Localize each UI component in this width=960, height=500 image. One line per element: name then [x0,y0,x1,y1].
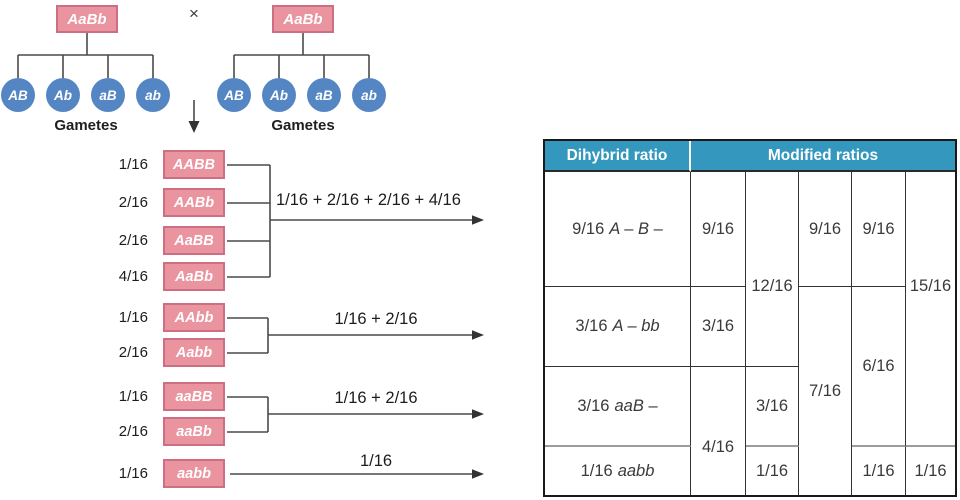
gamete-circle: ab [136,78,170,112]
modified-ratio-cell: 1/16 [914,461,947,480]
dihybrid-cell: 1/16 aabb [545,447,691,495]
group2-arrowhead [472,330,484,340]
offspring-fraction: 1/16 [118,465,148,482]
modified-ratio-cell: 12/16 [746,172,799,367]
group2-bracket [227,317,474,354]
genotype-box: AaBB [163,226,225,255]
down-arrowhead [188,121,200,133]
dihybrid-fraction: 3/16 [577,396,610,415]
sum-label: 1/16 + 2/16 [334,310,418,328]
modified-ratio-cell: 1/16 [746,447,799,495]
gamete-circle: AB [1,78,35,112]
genotype-box: aaBB [163,382,225,411]
table-header-dihybrid: Dihybrid ratio [545,141,691,172]
merged-ratio-value: 12/16 [751,276,793,295]
genotype-box: aabb [163,459,225,488]
dihybrid-cell: 9/16 A – B – [545,172,691,287]
genotype-box: Aabb [163,338,225,367]
dihybrid-fraction: 9/16 [572,219,605,238]
group1-arrowhead [472,215,484,225]
parent-genotype-left: AaBb [56,5,118,33]
cross-symbol: × [189,4,199,23]
sum-label: 1/16 + 2/16 + 2/16 + 4/16 [276,191,461,209]
group3-arrowhead [472,409,484,419]
genotype-box: AABB [163,150,225,179]
dihybrid-genotype: A – bb [612,317,660,335]
modified-ratio-cell: 1/16 [852,447,906,495]
offspring-fraction: 2/16 [118,344,148,361]
modified-ratio-cell: 3/16 [746,367,799,447]
genotype-box: AAbb [163,303,225,332]
modified-ratio-cell: 4/16 [691,367,746,495]
offspring-fraction: 1/16 [118,156,148,173]
genotype-box: AABb [163,188,225,217]
offspring-fraction: 1/16 [118,388,148,405]
dihybrid-cell: 3/16 A – bb [545,287,691,367]
modified-ratio-cell: 7/16 [799,287,852,495]
modified-ratio-cell: 9/16 [852,172,906,287]
offspring-fraction: 2/16 [118,423,148,440]
dihybrid-genotype: aaB – [614,396,658,415]
genotype-box: aaBb [163,417,225,446]
merged-ratio-value: 15/16 [909,277,952,295]
group4-arrowhead [472,469,484,479]
merged-ratio-value: 4/16 [701,437,735,456]
offspring-fraction: 1/16 [118,309,148,326]
sum-label: 1/16 + 2/16 [334,389,418,407]
dihybrid-cell: 3/16 aaB – [545,367,691,447]
modified-ratio-cell: 3/16 [691,287,746,367]
offspring-fraction: 2/16 [118,194,148,211]
modified-ratio-cell: 9/16 [691,172,746,287]
gametes-label-right: Gametes [271,117,335,134]
ratio-table: Dihybrid ratio Modified ratios 9/16 A – … [543,139,957,497]
gamete-circle: aB [91,78,125,112]
gamete-circle: aB [307,78,341,112]
sum-label: 1/16 [359,452,393,470]
modified-ratio-cell: 15/16 [906,172,955,447]
gamete-circle: Ab [46,78,80,112]
modified-ratio-cell: 9/16 [799,172,852,287]
group3-bracket [227,396,474,433]
modified-ratio-cell: 6/16 [852,287,906,447]
gametes-label-left: Gametes [54,117,118,134]
gamete-circle: Ab [262,78,296,112]
parent-genotype-right: AaBb [272,5,334,33]
gamete-circle: ab [352,78,386,112]
dihybrid-fraction: 3/16 [575,317,608,335]
genotype-box: AaBb [163,262,225,291]
right-pedigree-lines [233,33,370,78]
offspring-fraction: 2/16 [118,232,148,249]
dihybrid-genotype: A – B – [609,219,663,238]
table-header-modified: Modified ratios [691,141,955,172]
left-pedigree-lines [17,33,154,78]
gamete-circle: AB [217,78,251,112]
dihybrid-genotype: aabb [617,461,655,480]
group1-bracket [227,164,474,278]
dihybrid-fraction: 1/16 [580,461,613,480]
offspring-fraction: 4/16 [118,268,148,285]
